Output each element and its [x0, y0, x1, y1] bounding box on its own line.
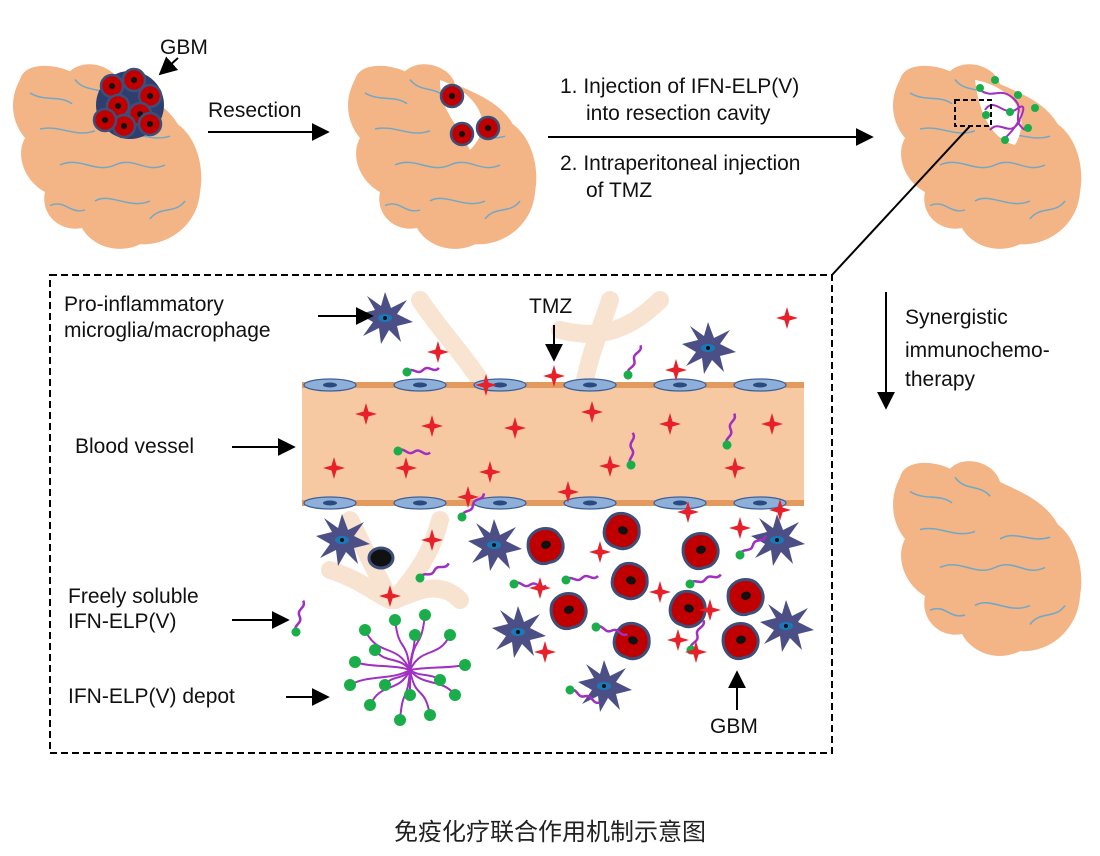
tmz-star: [685, 641, 707, 663]
depot-head: [344, 679, 356, 691]
tmz-star: [729, 517, 751, 539]
depot-head: [419, 609, 431, 621]
tmz-star: [667, 629, 689, 651]
tmz-star: [665, 359, 687, 381]
step2-line2: of TMZ: [586, 179, 653, 202]
detail-panel: [49, 274, 833, 754]
depot-head: [364, 699, 376, 711]
blood-vessel: [302, 382, 804, 506]
depot-strand: [364, 629, 411, 671]
macrophage-cell: [578, 660, 632, 712]
synergy-line1: Synergistic: [905, 306, 1008, 329]
depot-head: [424, 709, 436, 721]
macrophage-cell: [468, 519, 522, 571]
endothelial-cell: [563, 496, 617, 510]
endothelial-cell: [653, 496, 707, 510]
depot-in-cavity: [975, 76, 1039, 145]
tmz-label: TMZ: [529, 295, 573, 318]
zoom-line: [831, 125, 971, 276]
gbm-cells: [522, 507, 769, 665]
endothelial-cell: [303, 496, 357, 510]
gbm-tumor-cluster: [92, 67, 164, 139]
gbm-bottom-label: GBM: [710, 715, 758, 738]
depot-head: [389, 614, 401, 626]
depot-head: [449, 689, 461, 701]
figure-caption: 免疫化疗联合作用机制示意图: [394, 818, 706, 846]
ifn-elp-molecule: [288, 599, 313, 640]
ifn-elp-molecule: [401, 366, 441, 378]
depot-strand: [409, 634, 451, 671]
depot-strand: [409, 669, 431, 716]
depot-head: [409, 629, 421, 641]
synergy-line3: therapy: [905, 368, 976, 391]
depot-head: [394, 714, 406, 726]
gbm-cell: [608, 617, 656, 665]
blood-vessel-label: Blood vessel: [75, 435, 195, 458]
depot-head: [359, 624, 371, 636]
endothelial-cell: [393, 378, 447, 392]
macrophage-cell: [492, 606, 546, 658]
gbm-top-arrow: [158, 56, 179, 76]
depot-strand: [409, 664, 466, 671]
gbm-cell: [677, 528, 724, 574]
tmz-star: [649, 581, 671, 603]
black-cell: [367, 546, 395, 570]
ifn-elp-molecule: [683, 572, 724, 591]
pro-label-line2: microglia/macrophage: [64, 319, 271, 342]
depot-head: [379, 679, 391, 691]
depot-head: [434, 674, 446, 686]
free-elp-label-line2: IFN-ELP(V): [68, 610, 177, 633]
zoom-box: [954, 99, 992, 127]
macrophage-cell: [682, 322, 736, 374]
ifn-elp-molecule: [620, 343, 650, 383]
gbm-cell: [722, 574, 769, 620]
depot-head: [444, 629, 456, 641]
ifn-elp-depot: [344, 609, 471, 726]
endothelial-cell: [563, 378, 617, 392]
depot-strand: [409, 614, 426, 671]
gbm-cell: [606, 557, 654, 605]
gbm-cell: [522, 523, 569, 569]
free-elp-label-line1: Freely soluble: [68, 585, 199, 608]
tmz-star: [534, 641, 556, 663]
step2-line1: 2. Intraperitoneal injection: [560, 152, 801, 175]
depot-strand: [394, 619, 411, 671]
endothelial-cell: [393, 496, 447, 510]
depot-label: IFN-ELP(V) depot: [68, 685, 235, 708]
endothelial-cell: [303, 378, 357, 392]
endothelial-cell: [653, 378, 707, 392]
tmz-star: [776, 307, 798, 329]
gbm-cell: [598, 507, 646, 555]
gbm-cell: [717, 618, 764, 664]
depot-head: [459, 659, 471, 671]
macrophage-cell: [359, 292, 413, 344]
gbm-top-label: GBM: [160, 36, 208, 59]
depot-head: [404, 689, 416, 701]
synergy-line2: immunochemo-: [905, 339, 1050, 362]
resection-label: Resection: [208, 99, 302, 122]
tmz-star: [529, 577, 551, 599]
pro-label-line1: Pro-inflammatory: [64, 293, 224, 316]
step1-line2: into resection cavity: [586, 102, 771, 125]
endothelial-cell: [733, 378, 787, 392]
depot-head: [369, 644, 381, 656]
macrophage-cell: [760, 600, 814, 652]
brain-cured: [892, 460, 1083, 657]
gbm-cell: [545, 588, 592, 634]
depot-head: [349, 656, 361, 668]
step1-line1: 1. Injection of IFN-ELP(V): [560, 75, 800, 98]
ifn-elp-molecule: [560, 574, 600, 586]
